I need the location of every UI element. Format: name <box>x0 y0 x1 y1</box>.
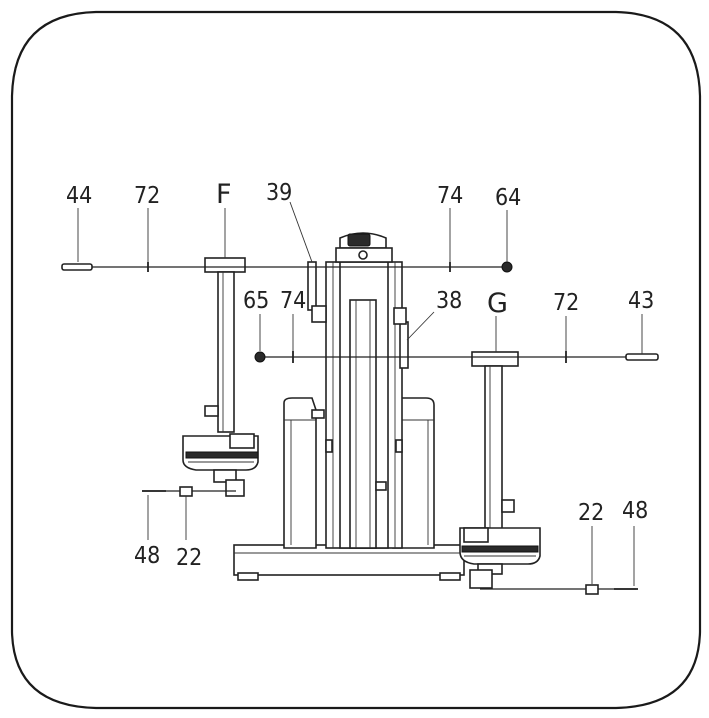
label-64: 64 <box>495 185 521 211</box>
label-g: G <box>487 288 508 319</box>
label-74: 74 <box>437 183 463 209</box>
label-74: 74 <box>280 288 306 314</box>
label-44: 44 <box>66 183 92 209</box>
label-22: 22 <box>578 500 604 526</box>
arm-g <box>459 351 541 589</box>
label-65: 65 <box>243 288 269 314</box>
label-48: 48 <box>622 498 648 524</box>
label-39: 39 <box>266 180 292 206</box>
arm-f <box>182 257 259 497</box>
label-f: F <box>216 179 232 210</box>
label-38: 38 <box>436 288 462 314</box>
assembly-lines <box>61 201 659 595</box>
label-72: 72 <box>553 290 579 316</box>
label-43: 43 <box>628 288 654 314</box>
part-38-bracket <box>393 307 409 369</box>
diagram-frame <box>10 10 702 710</box>
label-22: 22 <box>176 545 202 571</box>
machine-frame <box>233 232 465 581</box>
part-39-bracket <box>307 261 327 323</box>
label-48: 48 <box>134 543 160 569</box>
label-72: 72 <box>134 183 160 209</box>
